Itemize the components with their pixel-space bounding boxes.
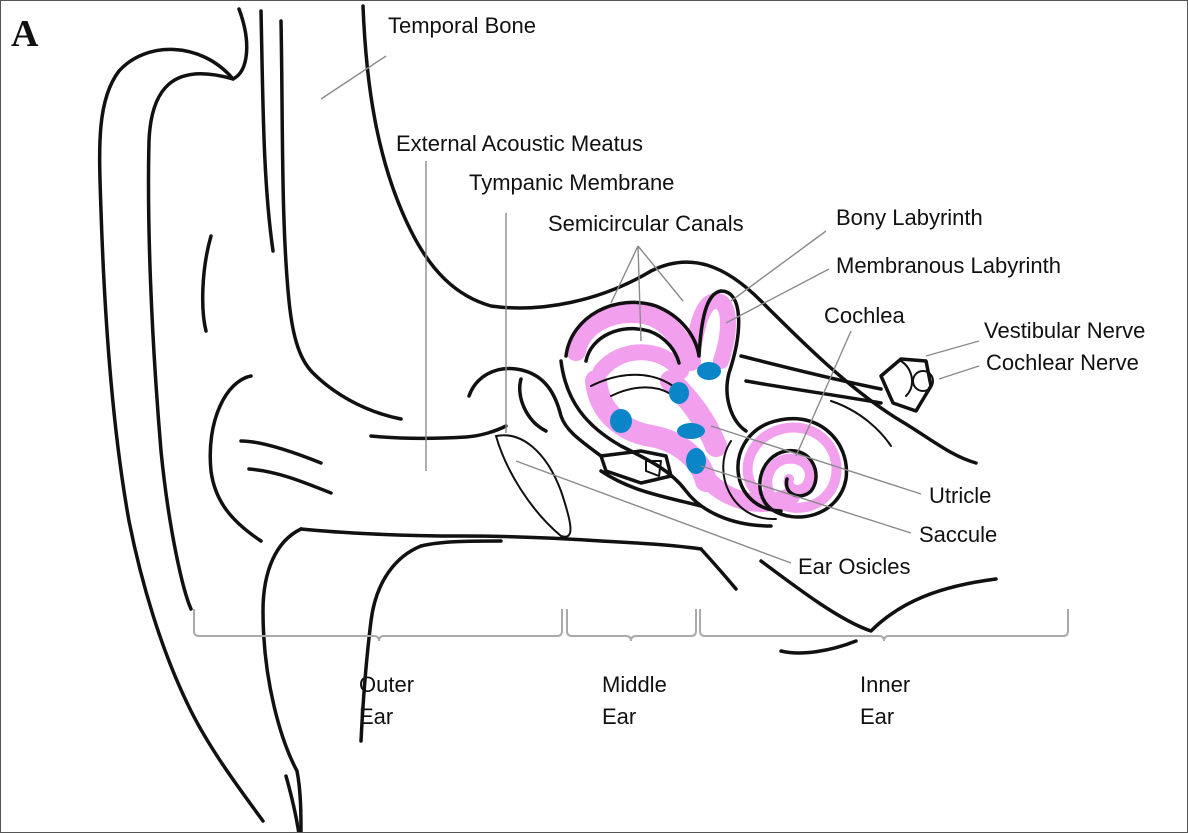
label-external-acoustic-meatus: External Acoustic Meatus — [396, 131, 643, 156]
label-cochlear-nerve: Cochlear Nerve — [986, 350, 1139, 375]
auricle — [100, 9, 401, 821]
region-outer-line1: Outer — [359, 672, 414, 697]
label-utricle: Utricle — [929, 483, 991, 508]
label-membranous-labyrinth: Membranous Labyrinth — [836, 253, 1061, 278]
label-tympanic-membrane: Tympanic Membrane — [469, 170, 674, 195]
label-saccule: Saccule — [919, 522, 997, 547]
tympanic-membrane — [496, 435, 570, 537]
region-inner-line2: Ear — [860, 704, 894, 729]
region-inner-line1: Inner — [860, 672, 910, 697]
label-vestibular-nerve: Vestibular Nerve — [984, 318, 1145, 343]
region-outer-line2: Ear — [359, 704, 393, 729]
label-bony-labyrinth: Bony Labyrinth — [836, 205, 983, 230]
label-cochlea: Cochlea — [824, 303, 905, 328]
label-temporal-bone: Temporal Bone — [388, 13, 536, 38]
region-middle-line1: Middle — [602, 672, 667, 697]
region-brackets — [194, 609, 1068, 641]
panel-letter: A — [11, 13, 39, 55]
label-ear-osicles: Ear Osicles — [798, 554, 910, 579]
ear-lobe — [263, 529, 301, 833]
region-middle-line2: Ear — [602, 704, 636, 729]
label-semicircular-canals: Semicircular Canals — [548, 211, 744, 236]
